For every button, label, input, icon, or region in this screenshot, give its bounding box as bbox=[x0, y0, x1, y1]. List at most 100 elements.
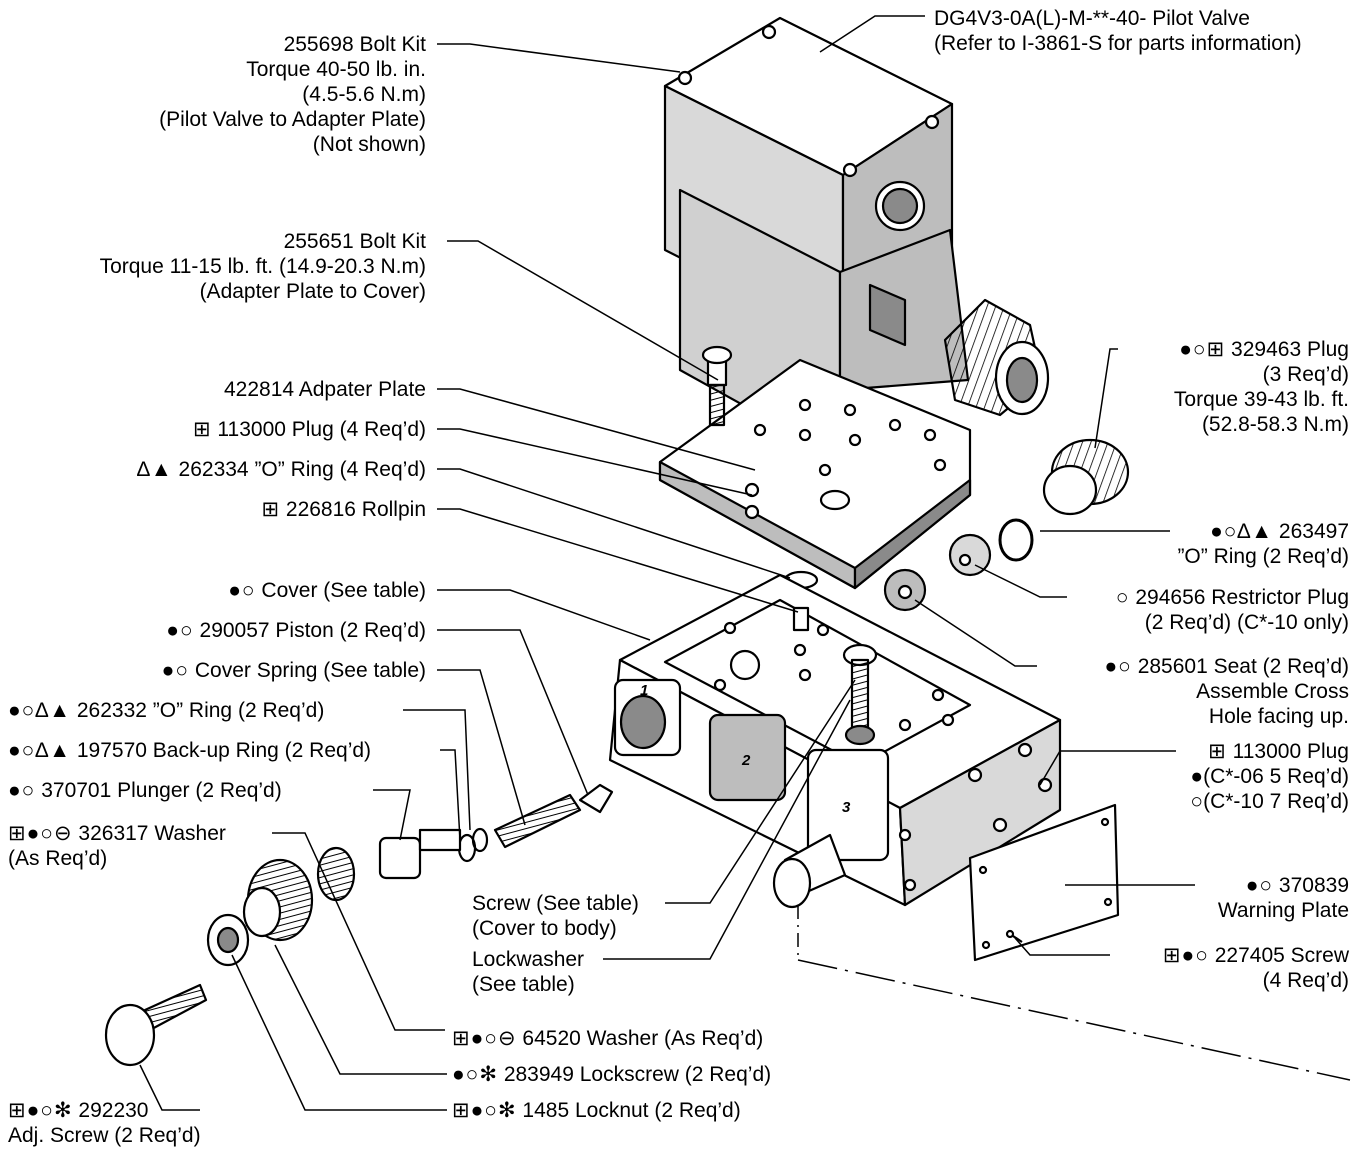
callout-plunger: ●○ 370701 Plunger (2 Req’d) bbox=[8, 778, 282, 803]
callout-line: Screw (See table) bbox=[472, 892, 639, 915]
callout-line: Hole facing up. bbox=[1208, 705, 1349, 728]
callout-line: 255651 Bolt Kit bbox=[283, 230, 426, 253]
callout-plug-113000-side: ⊞ 113000 Plug ●(C*-06 5 Req’d) ○(C*-10 7… bbox=[1190, 739, 1349, 814]
callout-symbols: ●○∆▲ bbox=[8, 739, 72, 762]
callout-line: (2 Req’d) (C*-10 only) bbox=[1144, 611, 1349, 634]
callout-locknut: ⊞●○✻ 1485 Locknut (2 Req’d) bbox=[452, 1098, 741, 1123]
callout-bolt-kit-255698: 255698 Bolt Kit Torque 40-50 lb. in. (4.… bbox=[159, 32, 426, 157]
adapter-plate bbox=[658, 345, 972, 590]
callout-symbols: ⊞●○✻ bbox=[8, 1099, 73, 1122]
callout-o-ring-262332: ●○∆▲ 262332 ”O” Ring (2 Req’d) bbox=[8, 698, 324, 723]
callout-washer-64520: ⊞●○⊖ 64520 Washer (As Req’d) bbox=[452, 1026, 763, 1051]
callout-seat: ●○ 285601 Seat (2 Req’d) Assemble Cross … bbox=[1104, 654, 1349, 729]
callout-line: (4.5-5.6 N.m) bbox=[302, 83, 426, 106]
callout-text: 113000 Plug (4 Req’d) bbox=[217, 418, 426, 441]
callout-text: 294656 Restrictor Plug bbox=[1135, 586, 1349, 609]
callout-symbols: ●○ bbox=[161, 659, 190, 682]
callout-symbols: ⊞●○✻ bbox=[452, 1099, 517, 1122]
callout-piston: ●○ 290057 Piston (2 Req’d) bbox=[166, 618, 426, 643]
callout-text: 226816 Rollpin bbox=[285, 498, 426, 521]
callout-symbols: ⊞ bbox=[192, 418, 212, 441]
callout-lockwasher: Lockwasher (See table) bbox=[472, 947, 584, 997]
callout-text: 262334 ”O” Ring (4 Req’d) bbox=[178, 458, 426, 481]
callout-line: (Adapter Plate to Cover) bbox=[199, 280, 426, 303]
callout-o-ring-262334: ∆▲ 262334 ”O” Ring (4 Req’d) bbox=[137, 457, 426, 482]
callout-symbols: ●○∆▲ bbox=[8, 699, 72, 722]
callout-line: Lockwasher bbox=[472, 948, 585, 971]
leader-lines bbox=[139, 15, 1351, 1111]
callout-text: 64520 Washer (As Req’d) bbox=[522, 1027, 764, 1050]
pilot-valve bbox=[663, 16, 1050, 422]
callout-line: Torque 39-43 lb. ft. bbox=[1173, 388, 1349, 411]
callout-line: (52.8-58.3 N.m) bbox=[1201, 413, 1349, 436]
callout-text: 262332 ”O” Ring (2 Req’d) bbox=[76, 699, 325, 722]
callout-line: 255698 Bolt Kit bbox=[283, 33, 426, 56]
callout-text: 283949 Lockscrew (2 Req’d) bbox=[503, 1063, 772, 1086]
right-parts bbox=[883, 438, 1130, 962]
callout-line: (Not shown) bbox=[312, 133, 426, 156]
callout-symbols: ⊞ bbox=[1208, 740, 1227, 763]
callout-text: 263497 bbox=[1278, 520, 1349, 543]
callout-text: 113000 Plug bbox=[1232, 740, 1349, 763]
port-number-3: 3 bbox=[842, 799, 851, 816]
callout-line: Adj. Screw (2 Req’d) bbox=[8, 1124, 201, 1147]
callout-text: 227405 Screw bbox=[1214, 944, 1349, 967]
callout-symbols: ●○ bbox=[1245, 874, 1274, 897]
callout-text: 329463 Plug bbox=[1231, 338, 1349, 361]
callout-symbols: ●○⊞ bbox=[1179, 338, 1226, 361]
callout-lockscrew: ●○✻ 283949 Lockscrew (2 Req’d) bbox=[452, 1062, 771, 1087]
callout-bolt-kit-255651: 255651 Bolt Kit Torque 11-15 lb. ft. (14… bbox=[100, 229, 426, 304]
callout-text: 1485 Locknut (2 Req’d) bbox=[522, 1099, 741, 1122]
port-number-1: 1 bbox=[640, 682, 648, 699]
callout-symbols: ●○ bbox=[1104, 655, 1132, 678]
callout-symbols: ⊞●○⊖ bbox=[8, 822, 73, 845]
callout-plug-113000-top: ⊞ 113000 Plug (4 Req’d) bbox=[193, 417, 426, 442]
callout-text: 326317 Washer bbox=[78, 822, 226, 845]
callout-text: 370839 bbox=[1278, 874, 1349, 897]
callout-text: 370701 Plunger (2 Req’d) bbox=[41, 779, 282, 802]
callout-line: (3 Req’d) bbox=[1262, 363, 1349, 386]
callout-rollpin: ⊞ 226816 Rollpin bbox=[261, 497, 426, 522]
callout-line: (Refer to I-3861-S for parts information… bbox=[934, 32, 1302, 55]
callout-text: 292230 bbox=[78, 1099, 149, 1122]
callout-line: Warning Plate bbox=[1217, 899, 1349, 922]
callout-o-ring-263497: ●○∆▲ 263497 ”O” Ring (2 Req’d) bbox=[1177, 519, 1349, 569]
callout-symbols: ⊞ bbox=[261, 498, 281, 521]
callout-line: ”O” Ring (2 Req’d) bbox=[1177, 545, 1349, 568]
callout-line: (Pilot Valve to Adapter Plate) bbox=[159, 108, 426, 131]
callout-line: (4 Req’d) bbox=[1262, 969, 1349, 992]
callout-symbols: ●○ bbox=[166, 619, 194, 642]
left-stack bbox=[104, 783, 614, 1067]
callout-line: Torque 11-15 lb. ft. (14.9-20.3 N.m) bbox=[99, 255, 426, 278]
callout-line: (See table) bbox=[472, 973, 575, 996]
callout-pilot-valve: DG4V3-0A(L)-M-**-40- Pilot Valve (Refer … bbox=[934, 6, 1302, 56]
callout-symbols: ●○ bbox=[228, 579, 256, 602]
port-number-2: 2 bbox=[741, 752, 751, 769]
callout-text: 422814 Adpater Plate bbox=[223, 378, 426, 401]
callout-backup-ring: ●○∆▲ 197570 Back-up Ring (2 Req’d) bbox=[8, 738, 371, 763]
callout-line: ●(C*-06 5 Req’d) bbox=[1190, 765, 1349, 788]
callout-symbols: ∆▲ bbox=[137, 458, 173, 481]
callout-adapter-plate: 422814 Adpater Plate bbox=[224, 377, 426, 402]
callout-cover-spring: ●○ Cover Spring (See table) bbox=[162, 658, 426, 683]
callout-screw-cover: Screw (See table) (Cover to body) bbox=[472, 891, 639, 941]
callout-line: Assemble Cross bbox=[1196, 680, 1349, 703]
callout-symbols: ●○∆▲ bbox=[1210, 520, 1274, 543]
callout-text: 197570 Back-up Ring (2 Req’d) bbox=[76, 739, 372, 762]
callout-symbols: ●○✻ bbox=[452, 1063, 498, 1086]
callout-text: 290057 Piston (2 Req’d) bbox=[199, 619, 426, 642]
callout-symbols: ⊞●○⊖ bbox=[452, 1027, 517, 1050]
callout-symbols: ○ bbox=[1115, 586, 1130, 609]
callout-line: (As Req’d) bbox=[8, 847, 108, 870]
callout-text: Cover Spring (See table) bbox=[194, 659, 426, 682]
callout-line: DG4V3-0A(L)-M-**-40- Pilot Valve bbox=[934, 7, 1250, 30]
port-2 bbox=[708, 713, 787, 802]
callout-restrictor-plug: ○ 294656 Restrictor Plug (2 Req’d) (C*-1… bbox=[1116, 585, 1349, 635]
callout-cover: ●○ Cover (See table) bbox=[228, 578, 426, 603]
callout-text: Cover (See table) bbox=[261, 579, 426, 602]
callout-adj-screw: ⊞●○✻ 292230 Adj. Screw (2 Req’d) bbox=[8, 1098, 201, 1148]
callout-plug-329463: ●○⊞ 329463 Plug (3 Req’d) Torque 39-43 l… bbox=[1174, 337, 1349, 437]
callout-line: (Cover to body) bbox=[472, 917, 617, 940]
